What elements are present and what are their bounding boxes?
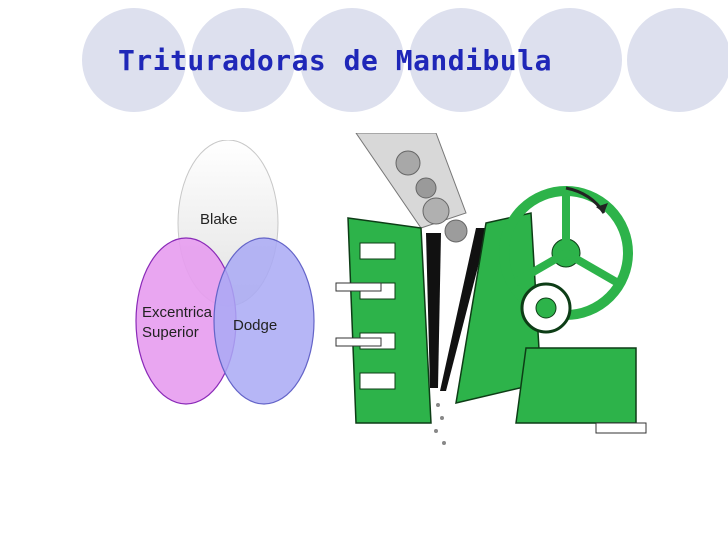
jaw-crusher-image [326,132,652,461]
venn-diagram: Blake Excentrica Superior Dodge [130,139,330,414]
venn-label-excentrica: Excentrica [142,304,213,321]
jaw-crusher-diagram-icon [326,132,652,457]
slide-title: Trituradoras de Mandibula [118,44,552,77]
decorative-circles [82,8,728,112]
venn-shapes [135,139,315,405]
venn-label-dodge: Dodge [233,317,278,334]
venn-label-superior: Superior [142,324,199,341]
venn-circle-dodge [213,237,315,405]
venn-label-blake: Blake [200,211,238,228]
